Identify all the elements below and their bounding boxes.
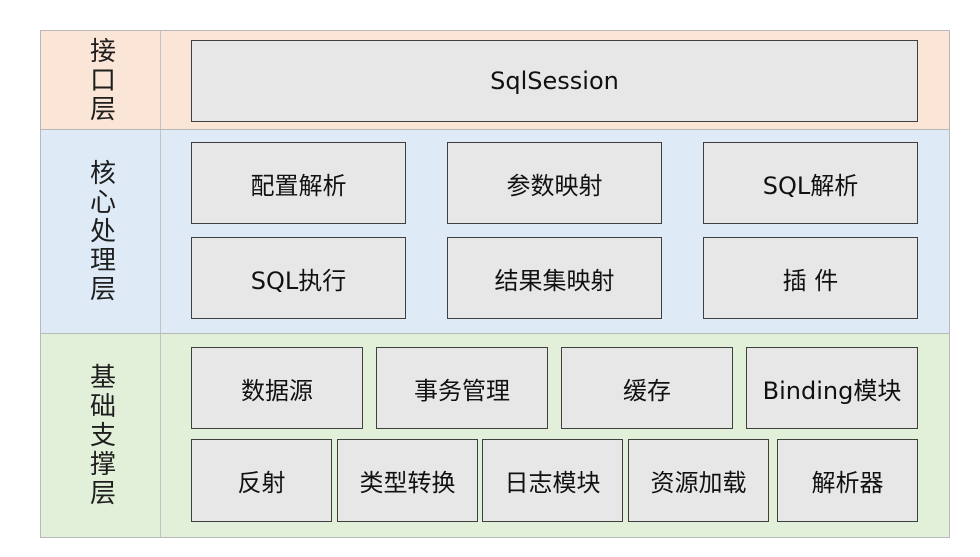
core-layer-title: 核心处理层	[85, 159, 116, 304]
binding-box: Binding模块	[746, 347, 918, 429]
foundation-layer-title: 基础支撑层	[85, 363, 116, 508]
parser-box: 解析器	[777, 439, 918, 522]
foundation-layer: 基础支撑层 数据源 事务管理 缓存 Binding模块 反射 类型转换 日志模块…	[40, 333, 950, 538]
resultset-mapping-box: 结果集映射	[447, 237, 662, 319]
datasource-box: 数据源	[191, 347, 363, 429]
interface-layer-label: 接口层	[41, 31, 161, 129]
sql-execute-box: SQL执行	[191, 237, 406, 319]
foundation-layer-label: 基础支撑层	[41, 334, 161, 537]
plugin-box: 插 件	[703, 237, 918, 319]
cache-box: 缓存	[561, 347, 733, 429]
core-layer: 核心处理层 配置解析 参数映射 SQL解析 SQL执行 结果集映射 插 件	[40, 129, 950, 334]
reflection-box: 反射	[191, 439, 332, 522]
interface-layer-title: 接口层	[85, 36, 116, 124]
logging-box: 日志模块	[482, 439, 623, 522]
interface-layer: 接口层 SqlSession	[40, 30, 950, 130]
core-layer-label: 核心处理层	[41, 130, 161, 333]
transaction-box: 事务管理	[376, 347, 548, 429]
param-mapping-box: 参数映射	[447, 142, 662, 224]
sqlsession-box: SqlSession	[191, 40, 918, 122]
type-conversion-box: 类型转换	[337, 439, 478, 522]
resource-loading-box: 资源加载	[628, 439, 769, 522]
config-parse-box: 配置解析	[191, 142, 406, 224]
sql-parse-box: SQL解析	[703, 142, 918, 224]
